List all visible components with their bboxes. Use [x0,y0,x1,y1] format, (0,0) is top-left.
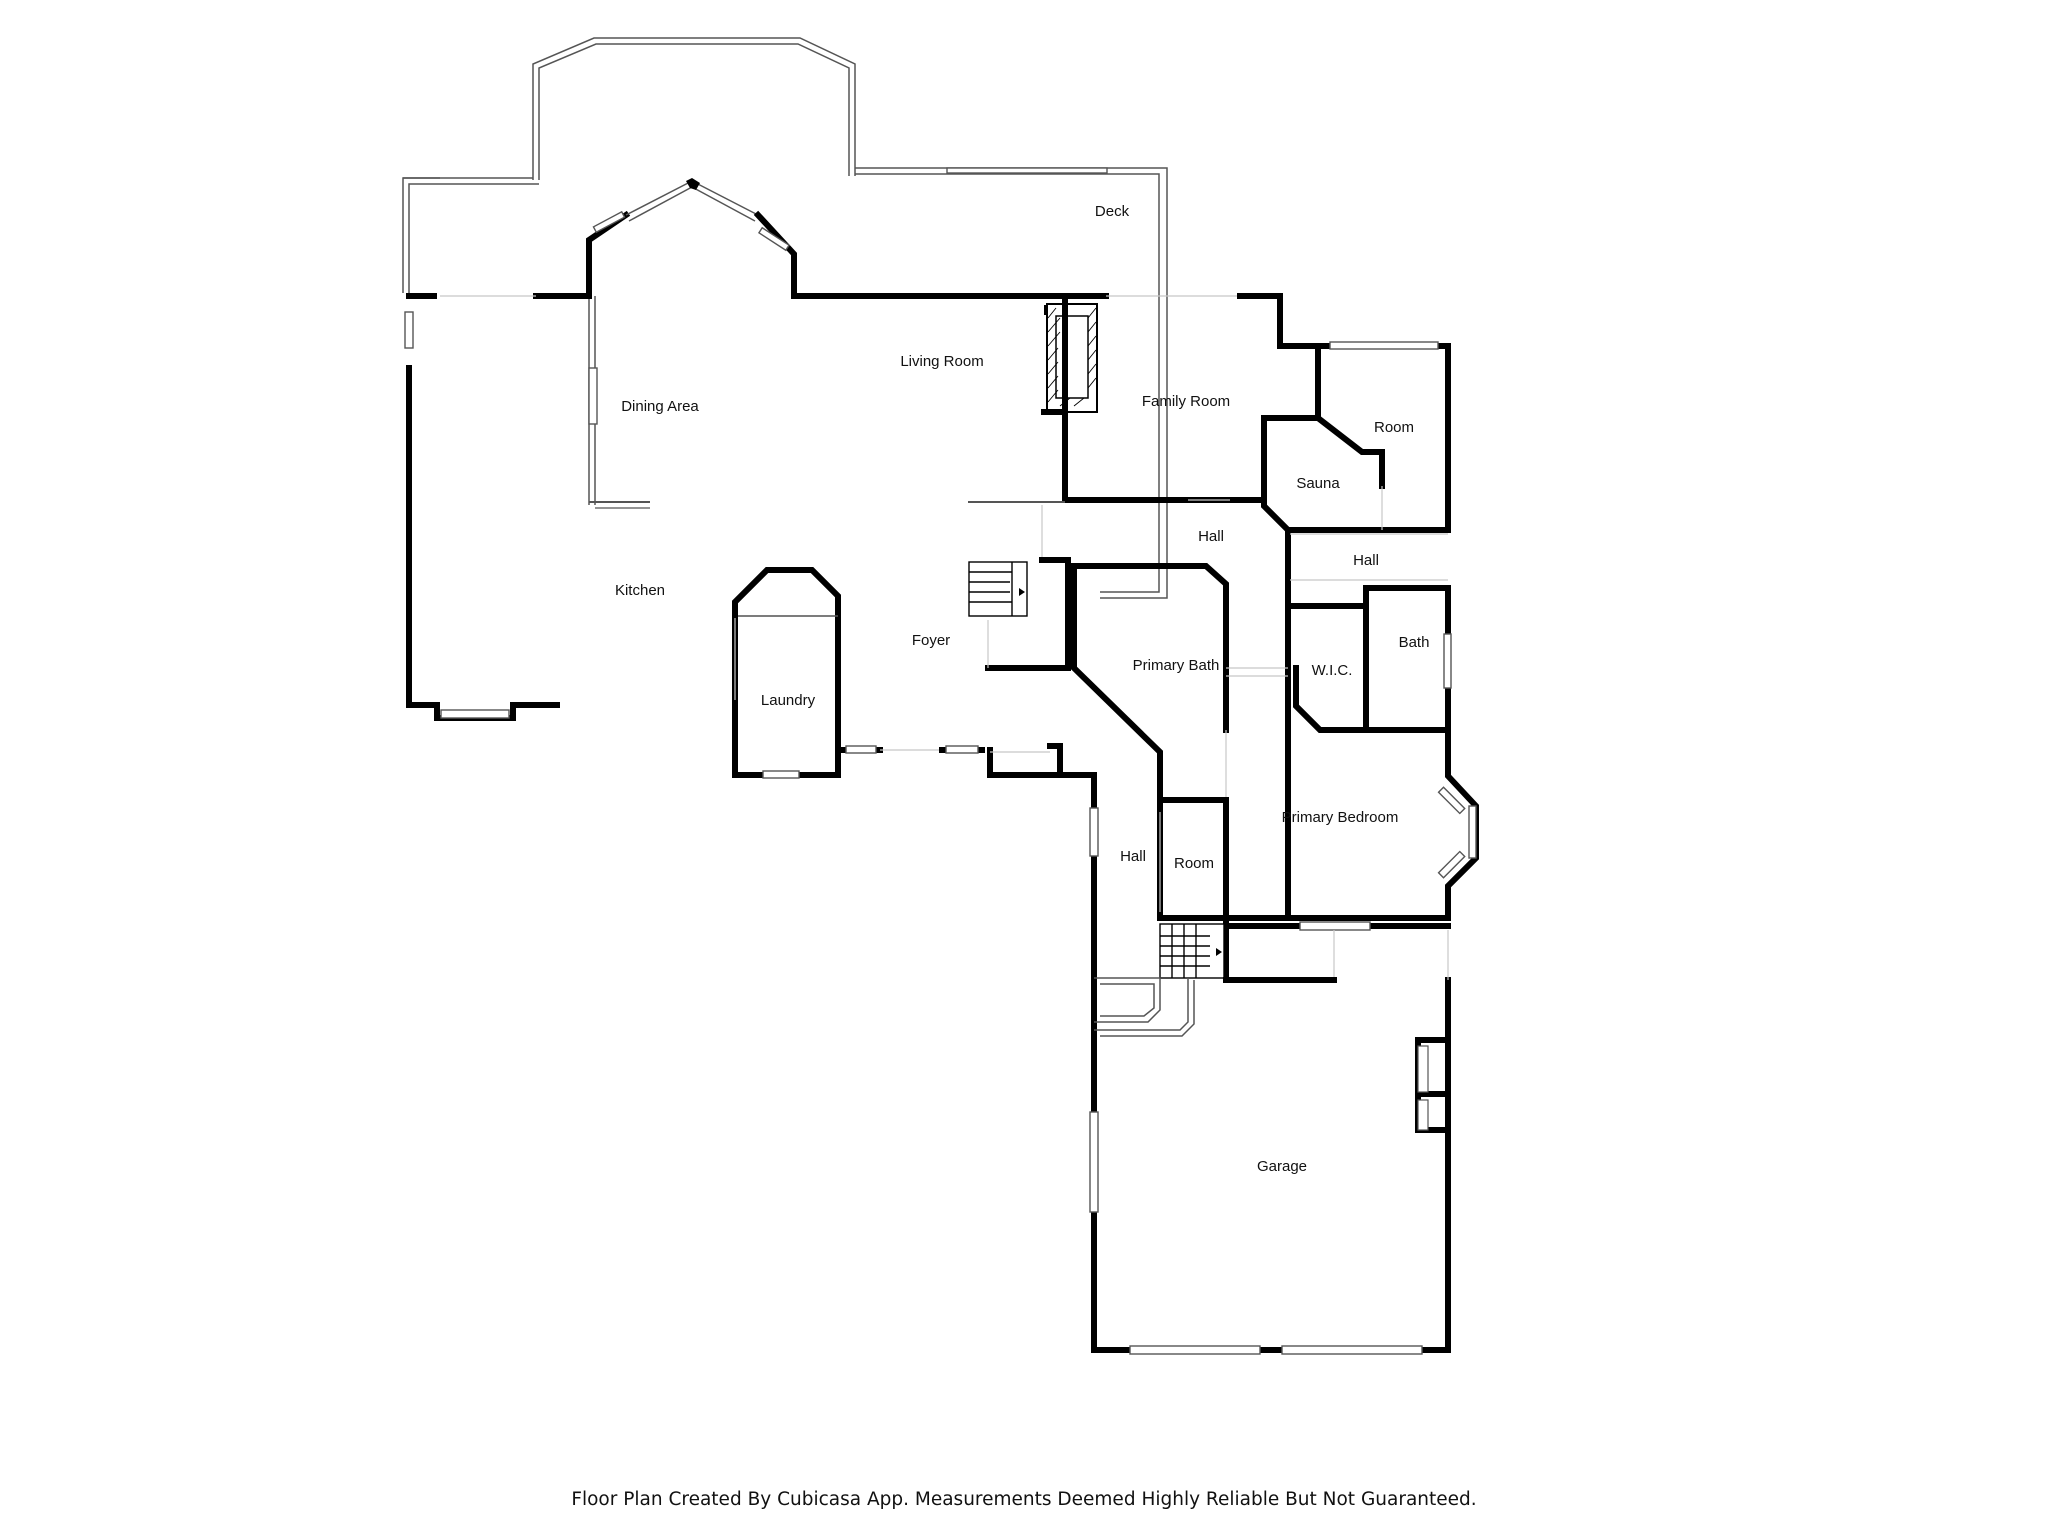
foyer-window [945,745,979,754]
deck-rail-window [946,167,1108,174]
stairs-lower [1159,923,1225,979]
dining-west-window [404,311,414,349]
laundry-window [762,770,800,779]
fireplace [791,293,1098,413]
bedroom-window-east [1468,805,1477,859]
label-primary-bath: Primary Bath [1133,657,1220,674]
label-bath: Bath [1399,634,1430,651]
footer-disclaimer: Floor Plan Created By Cubicasa App. Meas… [571,1489,1476,1510]
living-west-window [588,367,598,425]
label-family-room: Family Room [1142,393,1230,410]
label-hall-east: Hall [1353,552,1379,569]
label-wic: W.I.C. [1312,662,1353,679]
label-room-south: Room [1174,855,1214,872]
label-deck: Deck [1095,203,1130,220]
kitchen-south-window [440,709,510,719]
label-room-north: Room [1374,419,1414,436]
foyer-south-walls [835,743,1097,1351]
living-window-right [757,226,791,252]
living-room-walls [586,178,797,509]
deck-outline [402,37,1168,599]
label-kitchen: Kitchen [615,582,665,599]
hall-south-window [1089,807,1099,857]
bath-window [1443,633,1452,689]
living-window-left [592,210,626,234]
label-primary-bedroom: Primary Bedroom [1282,809,1399,826]
dining-kitchen-walls [404,293,592,721]
label-laundry: Laundry [761,692,816,709]
label-foyer: Foyer [912,632,950,649]
label-dining-area: Dining Area [621,398,699,415]
room-north-window [1329,341,1439,350]
garage-door-right [1281,1345,1423,1355]
south-hall-walls [1089,727,1479,983]
wic-bath-walls [1287,585,1452,733]
stairs-upper [968,561,1028,617]
label-sauna: Sauna [1296,475,1340,492]
family-room-walls [1041,293,1451,533]
label-garage: Garage [1257,1158,1307,1175]
garage-west-window [1089,1111,1099,1213]
room-labels: Deck Living Room Dining Area Family Room… [615,203,1429,1175]
garage-walls [1089,930,1451,1355]
garage-door-left [1129,1345,1261,1355]
label-hall-center: Hall [1198,528,1224,545]
label-living-room: Living Room [900,353,983,370]
laundry-walls [732,567,841,779]
label-hall-south: Hall [1120,848,1146,865]
